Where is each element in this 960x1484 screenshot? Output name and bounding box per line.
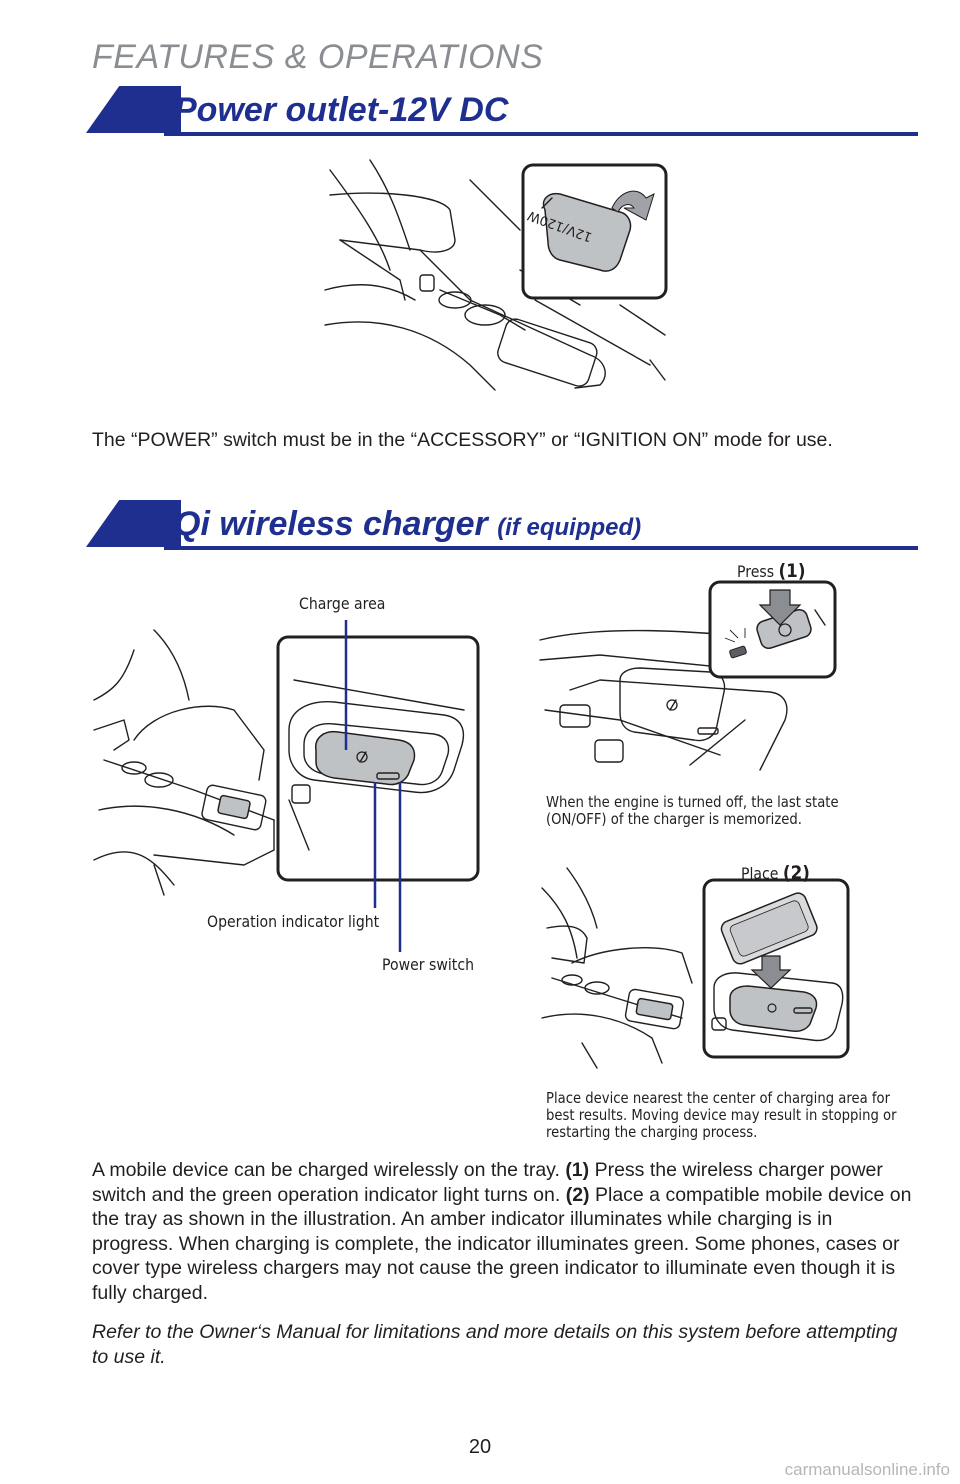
qi-charger-title-bar: Qi wireless charger (if equipped) <box>86 500 918 550</box>
power-switch-label: Power switch <box>382 955 475 974</box>
charge-area-inset-box <box>276 635 480 882</box>
outlet-inset-box: 12V/120W <box>521 163 668 300</box>
qi-charger-paragraph: A mobile device can be charged wirelessl… <box>92 1159 912 1304</box>
qi-console-illustration <box>93 620 480 952</box>
power-outlet-title: Power outlet-12V DC <box>174 91 509 129</box>
placement-caption: Place device nearest the center of charg… <box>546 1089 897 1141</box>
power-outlet-description: The “POWER” switch must be in the “ACCES… <box>92 429 833 451</box>
press-label: Press (1) <box>737 560 806 582</box>
power-outlet-illustration: 12V/120W <box>324 159 668 391</box>
operation-light-label: Operation indicator light <box>207 912 380 931</box>
qi-place-illustration <box>541 867 850 1069</box>
phone-icon <box>720 892 818 965</box>
memorized-caption: When the engine is turned off, the last … <box>546 793 839 828</box>
qi-charger-title: Qi wireless charger <box>174 505 488 543</box>
power-switch-inset-box <box>708 580 837 679</box>
watermark: carmanualsonline.info <box>784 1460 950 1479</box>
owners-manual-note: Refer to the Owner‘s Manual for limitati… <box>92 1321 898 1368</box>
qi-press-illustration <box>539 580 837 771</box>
charge-area-label: Charge area <box>299 594 386 613</box>
place-label: Place (2) <box>741 862 810 884</box>
section-header: FEATURES & OPERATIONS <box>92 38 544 76</box>
place-device-inset-box <box>702 878 850 1059</box>
qi-charger-title-suffix: (if equipped) <box>497 514 642 541</box>
page-number: 20 <box>468 1436 492 1458</box>
power-outlet-title-bar: Power outlet-12V DC <box>86 86 918 136</box>
